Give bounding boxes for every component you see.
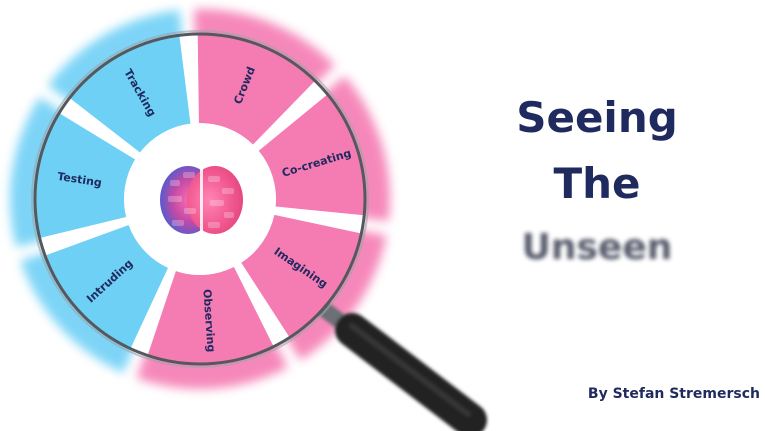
magnifier-handle bbox=[304, 292, 487, 431]
author-credit: By Stefan Stremersch bbox=[587, 386, 760, 402]
magnifier-rim bbox=[33, 32, 367, 366]
title-line-2: The bbox=[553, 159, 641, 208]
segment-testing bbox=[35, 94, 136, 247]
title-line-3: Unseen bbox=[521, 227, 673, 268]
segment-label-observing: Observing bbox=[200, 289, 217, 353]
brain-icon bbox=[160, 166, 243, 234]
segment-observing bbox=[136, 267, 290, 364]
title-line-1: Seeing bbox=[516, 93, 678, 142]
segment-intruding bbox=[35, 225, 168, 364]
